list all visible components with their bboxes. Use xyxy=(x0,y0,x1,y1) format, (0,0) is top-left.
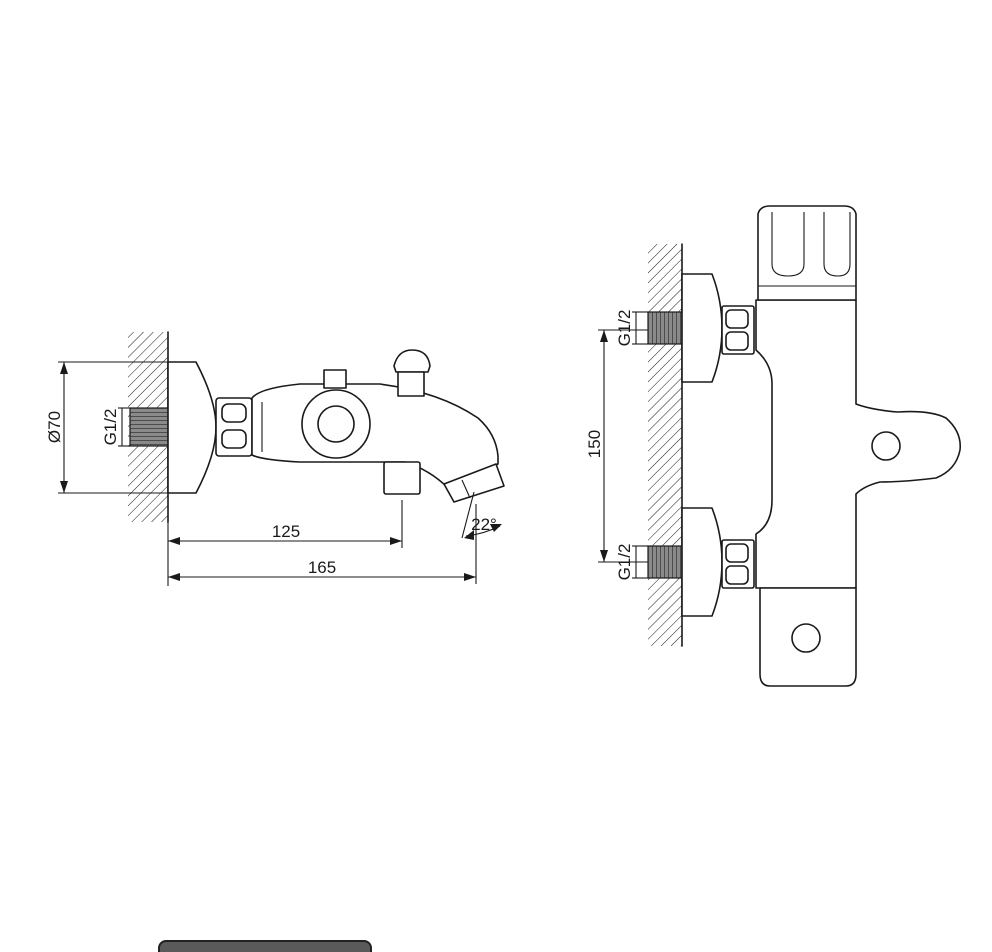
thread-stub-bottom xyxy=(647,545,683,579)
bottom-handle-hole xyxy=(791,623,821,653)
thermo-knob xyxy=(757,205,857,301)
dim-thread-label: G1/2 xyxy=(101,409,120,446)
angle-arrow-right xyxy=(490,524,502,532)
hex-nut-bottom-flat2 xyxy=(725,565,749,585)
hex-nut-flat-bottom xyxy=(221,429,247,449)
hex-nut-bottom-flat1 xyxy=(725,543,749,563)
diverter-knob-stem xyxy=(397,371,425,397)
knob-groove-right xyxy=(823,212,851,277)
dim-angle-label: 22° xyxy=(471,515,497,534)
front-view: 150 G1/2 G1/2 xyxy=(585,205,962,687)
angle-ref-line xyxy=(461,491,475,539)
main-body-front xyxy=(755,299,962,589)
bottom-outlet-side xyxy=(383,461,421,495)
top-stub-side xyxy=(323,369,347,389)
bottom-button[interactable] xyxy=(158,940,372,952)
side-view: Ø70 G1/2 125 165 22° xyxy=(45,331,505,586)
arrow-down xyxy=(60,481,68,493)
arrow-up xyxy=(60,362,68,374)
arrow-125-left xyxy=(168,537,180,545)
arrow-150-down xyxy=(600,550,608,562)
diverter-knob-cap xyxy=(393,349,431,373)
arrow-165-right xyxy=(464,573,476,581)
outlet-hole-front xyxy=(871,431,901,461)
dim-thread-bottom-label: G1/2 xyxy=(615,544,634,581)
dim-diameter-label: Ø70 xyxy=(45,411,64,443)
arrow-150-up xyxy=(600,330,608,342)
hex-nut-top-flat2 xyxy=(725,331,749,351)
arrow-125-right xyxy=(390,537,402,545)
rosette-side xyxy=(167,361,217,494)
knob-groove-left xyxy=(771,212,805,277)
hex-nut-flat-top xyxy=(221,403,247,423)
thread-nipple-side xyxy=(129,407,169,447)
dim-depth-label: 125 xyxy=(272,522,300,541)
dim-spacing-label: 150 xyxy=(585,430,604,458)
arrow-165-left xyxy=(168,573,180,581)
dim-total-label: 165 xyxy=(308,558,336,577)
rosette-top-front xyxy=(681,273,723,383)
dim-thread-top-label: G1/2 xyxy=(615,310,634,347)
hex-nut-top-flat1 xyxy=(725,309,749,329)
wall-hatch-right xyxy=(648,244,682,646)
angle-arrow-left xyxy=(464,530,474,540)
rosette-bottom-front xyxy=(681,507,723,617)
mixer-body-side xyxy=(251,383,499,489)
spout-tip xyxy=(443,463,505,503)
thread-stub-top xyxy=(647,311,683,345)
spout-tip-line xyxy=(461,479,471,499)
handle-inner-circle xyxy=(317,405,355,443)
